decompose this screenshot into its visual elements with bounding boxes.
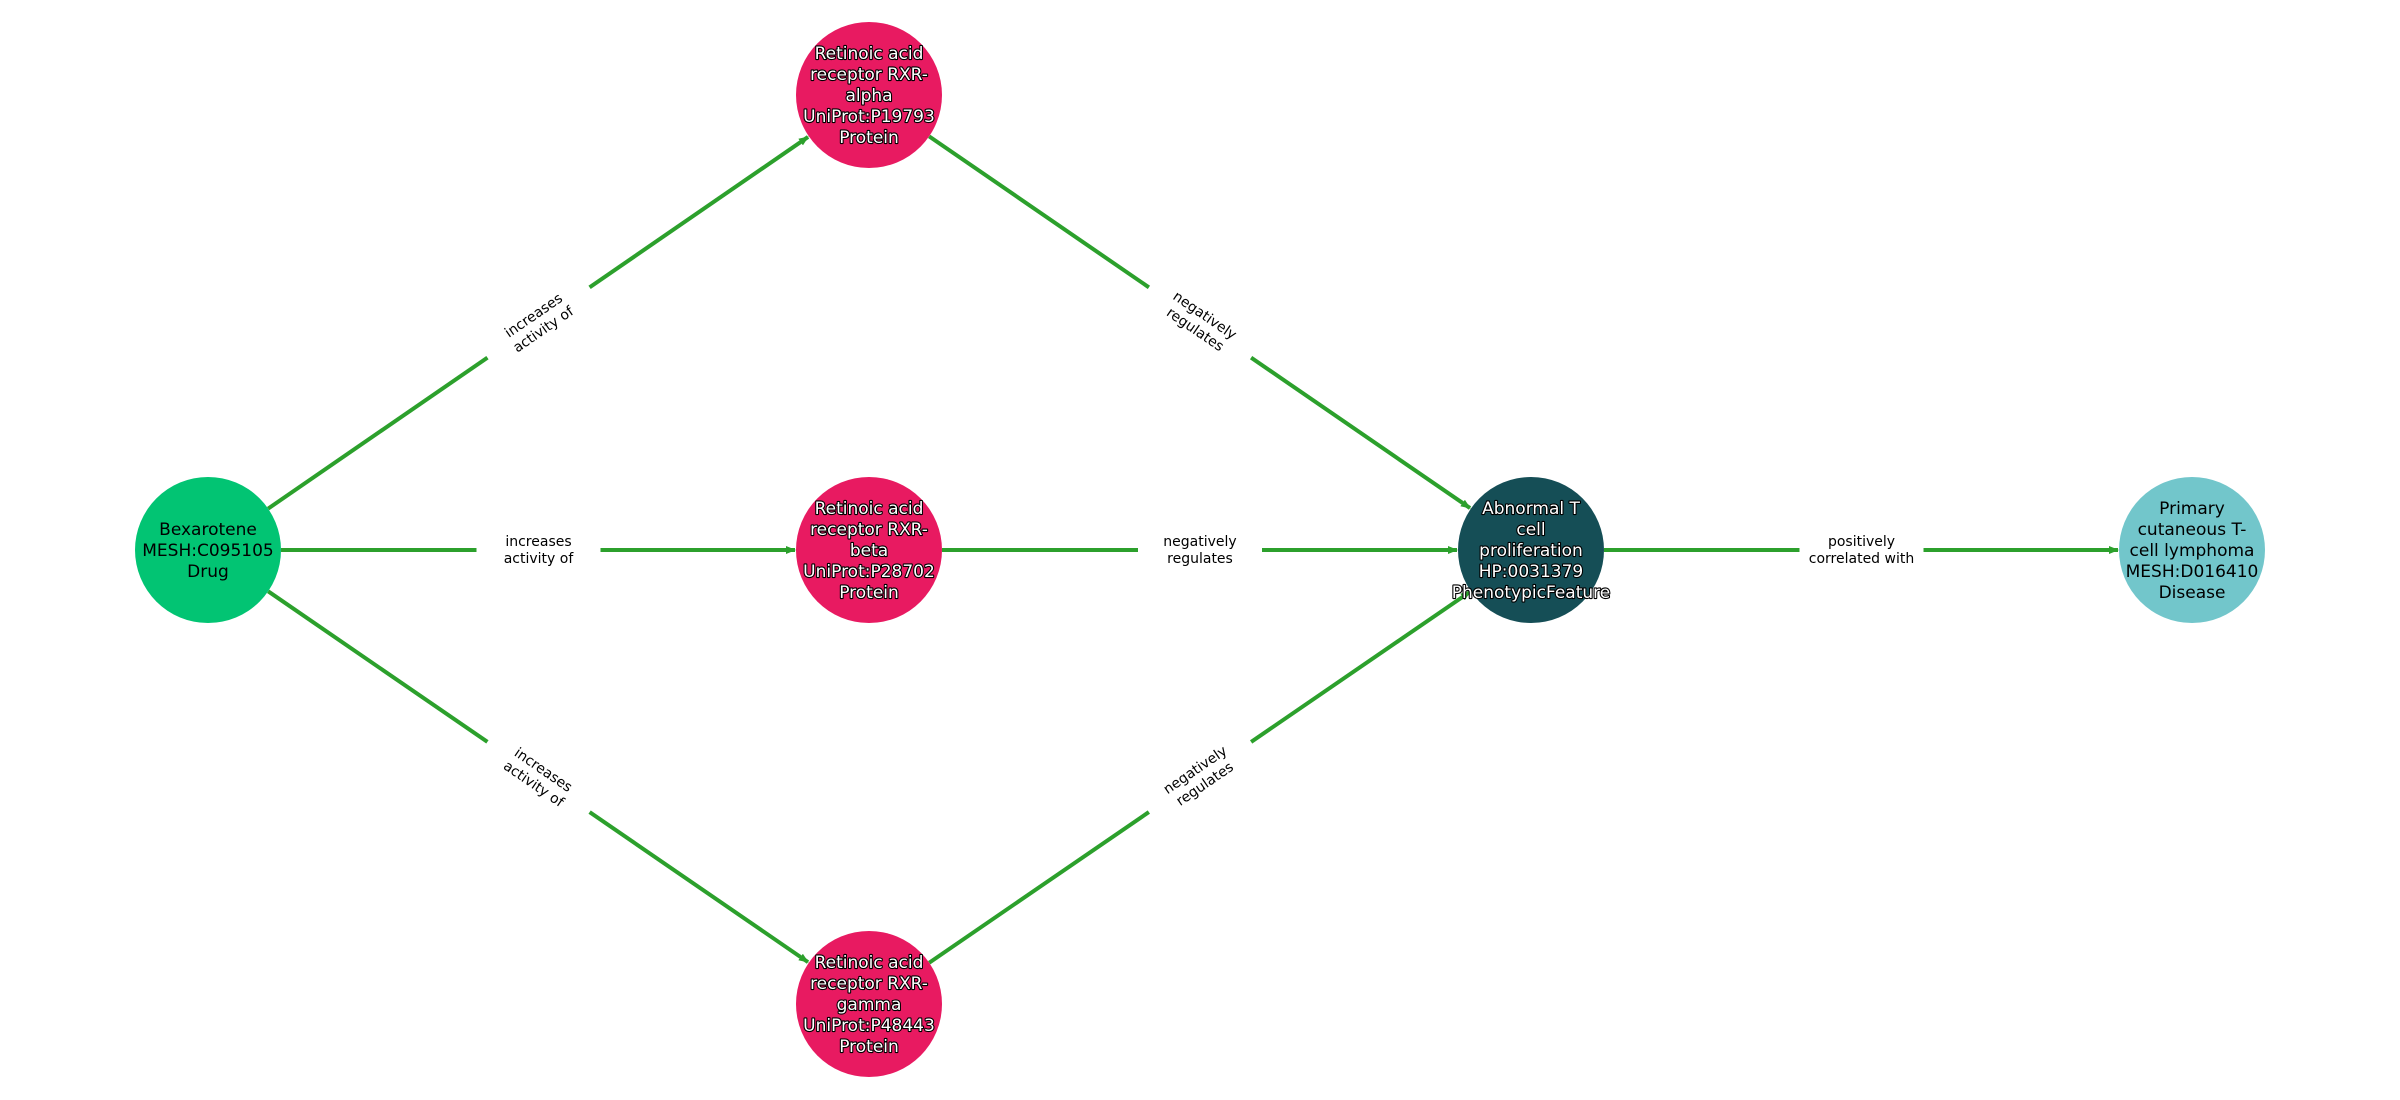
node-label-text: Abnormal T	[1482, 499, 1580, 519]
node-label-text: PhenotypicFeature	[1452, 583, 1611, 603]
edge-label-text: regulates	[1167, 551, 1233, 567]
node-label-text: Protein	[839, 128, 899, 148]
edge-label-background	[476, 530, 601, 568]
node-label-text: Protein	[839, 583, 899, 603]
node-circle-phenotypicfeature[interactable]	[1458, 477, 1604, 623]
node-label-text: beta	[850, 541, 888, 561]
node-label-text: UniProt:P48443	[803, 1016, 935, 1036]
edge-label-text: activity of	[504, 551, 575, 567]
edge-label-text: correlated with	[1809, 551, 1914, 567]
node-label-text: Bexarotene	[159, 520, 257, 540]
node-label-text: Drug	[187, 562, 229, 582]
node-label-text: gamma	[837, 995, 902, 1015]
node-label-text: HP:0031379	[1479, 562, 1583, 582]
node-label-text: UniProt:P19793	[803, 107, 935, 127]
edge-label-background	[1137, 725, 1262, 827]
node-label-text: Retinoic acid	[815, 953, 924, 973]
edge-label-text: positively	[1828, 534, 1895, 550]
node-label-text: MESH:C095105	[142, 541, 273, 561]
edge-label-background	[1138, 530, 1262, 568]
node-label-text: cell	[1516, 520, 1545, 540]
node-label-text: cutaneous T-	[2138, 520, 2247, 540]
node-circle-protein[interactable]	[796, 477, 942, 623]
node-circle-disease[interactable]	[2119, 477, 2265, 623]
edge-label-background	[477, 725, 601, 827]
node-label-text: receptor RXR-	[810, 520, 928, 540]
node-circle-drug[interactable]	[135, 477, 281, 623]
node-circle-protein[interactable]	[796, 22, 942, 168]
node-label-text: receptor RXR-	[810, 974, 928, 994]
node-label-text: MESH:D016410	[2126, 562, 2259, 582]
node-label-text: cell lymphoma	[2130, 541, 2255, 561]
node-label-text: Retinoic acid	[815, 499, 924, 519]
node-circle-protein[interactable]	[796, 931, 942, 1077]
node-abnormal_t[interactable]: Abnormal TcellproliferationHP:0031379Phe…	[1451, 477, 1611, 623]
edge-label-text: increases	[505, 534, 571, 550]
node-label-text: Retinoic acid	[815, 44, 924, 64]
node-label-text: Primary	[2159, 499, 2225, 519]
edge-label-background	[1138, 270, 1263, 373]
edge-label-background	[476, 270, 600, 373]
node-label-text: Protein	[839, 1037, 899, 1057]
edge-label-background	[1799, 530, 1924, 568]
edge-label-text: negatively	[1163, 534, 1236, 550]
node-label-text: UniProt:P28702	[803, 562, 935, 582]
node-label-text: alpha	[845, 86, 892, 106]
node-label-text: receptor RXR-	[810, 65, 928, 85]
node-label-text: Disease	[2159, 583, 2226, 603]
node-label-text: proliferation	[1479, 541, 1583, 561]
